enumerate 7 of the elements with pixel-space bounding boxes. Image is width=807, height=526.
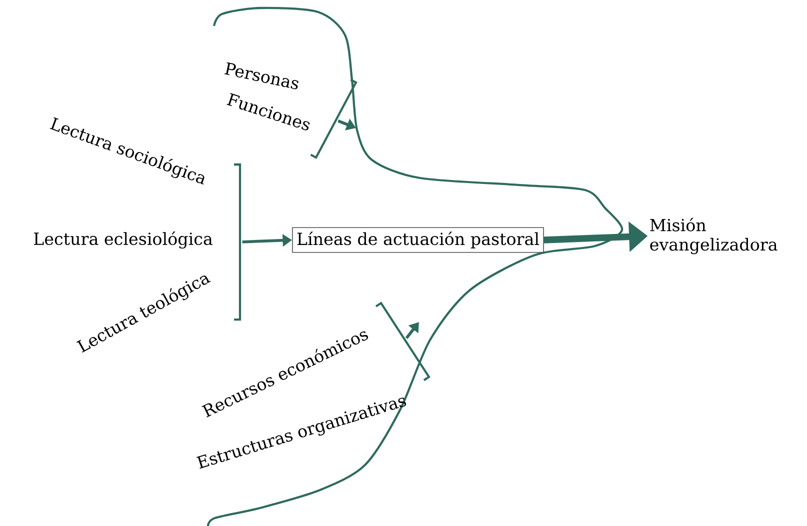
bracket	[234, 163, 242, 321]
text-label: Personas	[224, 62, 298, 90]
text-label: Misión evangelizadora	[650, 218, 778, 254]
bracket	[310, 78, 358, 159]
bracket	[375, 302, 430, 382]
text-label: Lectura eclesiológica	[34, 232, 212, 249]
text-box: Líneas de actuación pastoral	[292, 227, 544, 253]
